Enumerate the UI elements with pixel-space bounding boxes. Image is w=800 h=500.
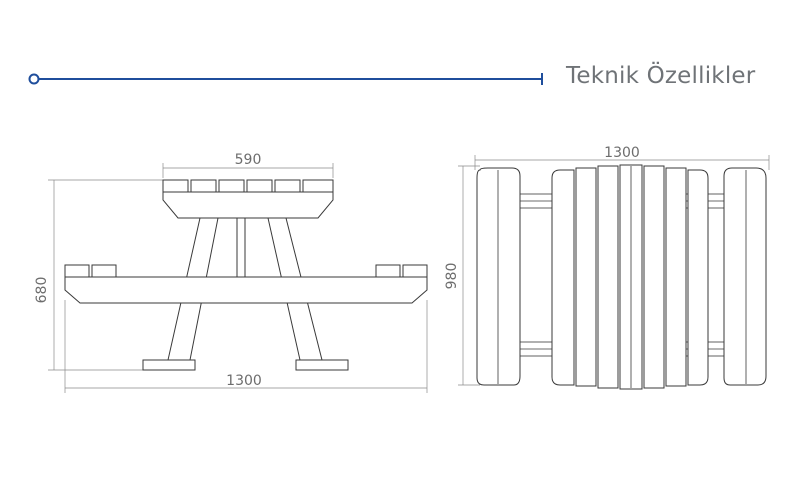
left-bench bbox=[476, 167, 521, 386]
top-view: 1300 980 bbox=[444, 145, 770, 390]
dim-top-view-depth-label: 980 bbox=[444, 263, 460, 290]
dim-top-width: 590 bbox=[162, 152, 334, 178]
bench-seat-slats bbox=[64, 264, 428, 278]
dim-total-width-label: 1300 bbox=[226, 373, 262, 389]
table-top-beam bbox=[162, 191, 334, 219]
table-top-view-slats bbox=[551, 164, 709, 390]
right-bench bbox=[723, 167, 767, 386]
dim-height: 680 bbox=[34, 179, 163, 371]
dim-top-view-width-label: 1300 bbox=[604, 145, 640, 161]
page-title: Teknik Özellikler bbox=[566, 63, 756, 89]
left-foot bbox=[142, 359, 196, 371]
dim-top-view-width: 1300 bbox=[474, 145, 770, 170]
header-accent-line bbox=[28, 73, 543, 85]
table-top-slats bbox=[162, 179, 334, 193]
center-post bbox=[236, 217, 246, 279]
header-line-start-circle bbox=[28, 73, 40, 85]
bench-beam bbox=[64, 276, 428, 304]
right-foot bbox=[295, 359, 349, 371]
side-view: 590 680 1300 bbox=[34, 152, 428, 393]
dim-total-width: 1300 bbox=[64, 300, 428, 393]
dim-height-label: 680 bbox=[34, 277, 50, 304]
dim-top-width-label: 590 bbox=[235, 152, 262, 168]
dim-top-view-depth: 980 bbox=[444, 165, 480, 386]
